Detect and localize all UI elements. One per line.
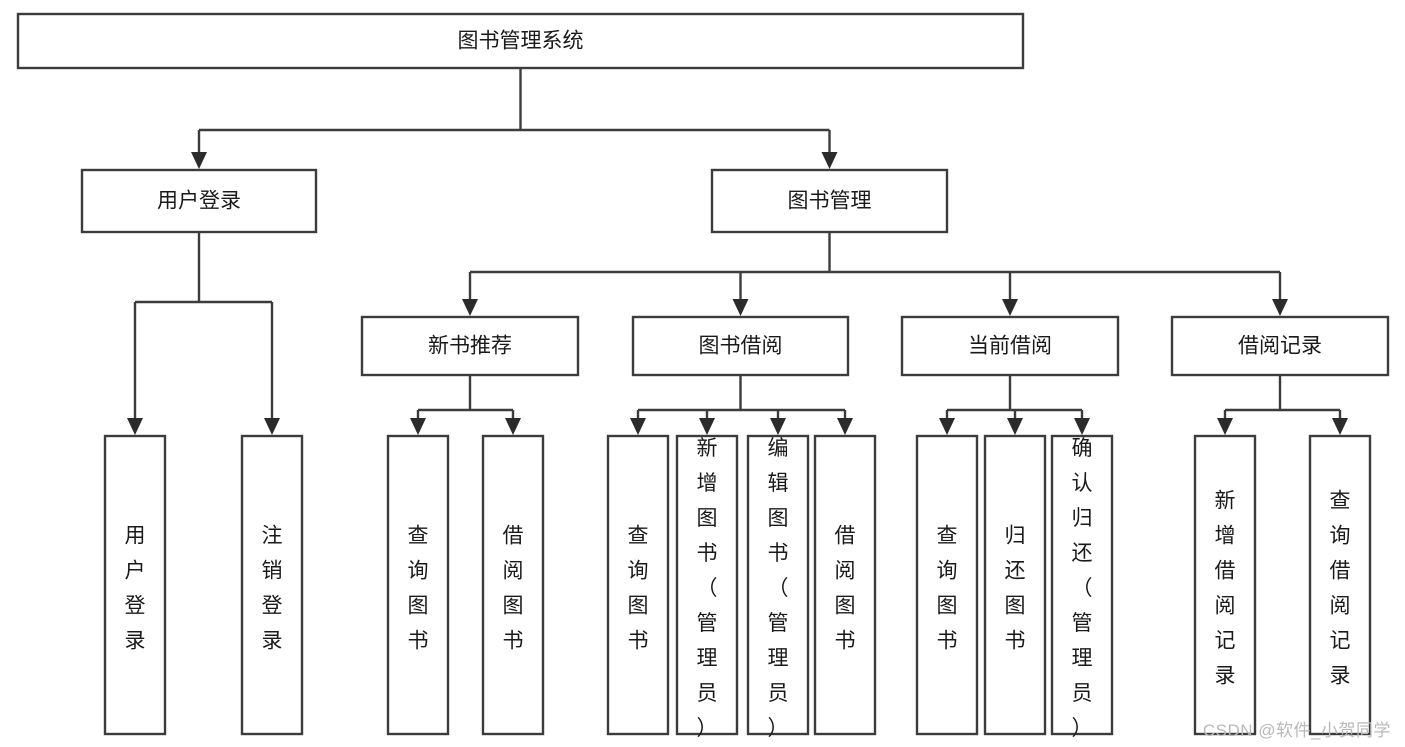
node-label-leaf-logout-login: 注销登录 bbox=[262, 524, 283, 652]
node-box-leaf-query-book-cur bbox=[915, 434, 979, 736]
node-label-leaf-edit-book-admin: 编辑图书（管理员） bbox=[768, 437, 789, 740]
node-label-borrow-record: 借阅记录 bbox=[1238, 335, 1322, 358]
node-label-new-book-recommend: 新书推荐 bbox=[428, 335, 512, 358]
node-label-leaf-query-book-rec: 查询图书 bbox=[408, 524, 429, 652]
node-new-book-recommend[interactable]: 新书推荐 bbox=[360, 315, 580, 377]
arrow-head-leaf-query-book-cur bbox=[939, 418, 955, 435]
node-box-book-borrow bbox=[631, 315, 850, 377]
node-box-leaf-return-book bbox=[983, 434, 1047, 736]
arrow-head-leaf-query-book-rec bbox=[410, 418, 426, 435]
arrow-head-leaf-user-login bbox=[127, 418, 143, 435]
node-label-leaf-user-login: 用户登录 bbox=[125, 524, 146, 652]
node-leaf-borrow-book-rec[interactable]: 借阅图书 bbox=[481, 434, 545, 736]
node-box-leaf-edit-book-admin bbox=[746, 434, 810, 736]
node-label-leaf-query-book-cur: 查询图书 bbox=[937, 524, 958, 652]
node-box-leaf-add-borrow-record bbox=[1193, 434, 1257, 736]
arrow-head-leaf-add-borrow-record bbox=[1217, 418, 1233, 435]
node-leaf-edit-book-admin[interactable]: 编辑图书（管理员） bbox=[746, 434, 810, 740]
node-label-leaf-confirm-return-admin: 确认归还（管理员） bbox=[1072, 437, 1093, 740]
node-box-leaf-query-borrow-record bbox=[1308, 434, 1372, 736]
arrow-head-leaf-query-borrow-record bbox=[1332, 418, 1348, 435]
node-box-leaf-logout-login bbox=[240, 434, 304, 736]
node-label-leaf-query-book-bor: 查询图书 bbox=[628, 524, 649, 652]
node-leaf-logout-login[interactable]: 注销登录 bbox=[240, 434, 304, 736]
node-leaf-confirm-return-admin[interactable]: 确认归还（管理员） bbox=[1050, 434, 1114, 740]
arrow-head-leaf-edit-book-admin bbox=[770, 418, 786, 435]
node-leaf-borrow-book-bor[interactable]: 借阅图书 bbox=[813, 434, 877, 736]
node-box-leaf-query-book-rec bbox=[386, 434, 450, 736]
node-box-leaf-add-book-admin bbox=[675, 434, 739, 736]
node-leaf-query-book-bor[interactable]: 查询图书 bbox=[606, 434, 670, 736]
node-leaf-return-book[interactable]: 归还图书 bbox=[983, 434, 1047, 736]
node-box-root bbox=[16, 12, 1025, 70]
node-leaf-add-book-admin[interactable]: 新增图书（管理员） bbox=[675, 434, 739, 740]
node-box-leaf-query-book-bor bbox=[606, 434, 670, 736]
node-label-leaf-add-book-admin: 新增图书（管理员） bbox=[697, 437, 718, 740]
node-label-root: 图书管理系统 bbox=[458, 30, 584, 53]
node-box-leaf-borrow-book-rec bbox=[481, 434, 545, 736]
node-box-book-management bbox=[710, 168, 949, 234]
arrow-head-leaf-confirm-return-admin bbox=[1074, 418, 1090, 435]
node-book-management[interactable]: 图书管理 bbox=[710, 168, 949, 234]
node-box-new-book-recommend bbox=[360, 315, 580, 377]
node-box-borrow-record bbox=[1170, 315, 1390, 377]
node-box-user-login bbox=[80, 168, 318, 234]
arrow-head-leaf-borrow-book-rec bbox=[505, 418, 521, 435]
node-box-leaf-borrow-book-bor bbox=[813, 434, 877, 736]
node-leaf-query-book-cur[interactable]: 查询图书 bbox=[915, 434, 979, 736]
node-box-leaf-confirm-return-admin bbox=[1050, 434, 1114, 736]
connector-edges-layer bbox=[127, 68, 1348, 435]
arrow-head-book-management bbox=[821, 152, 838, 169]
node-label-leaf-return-book: 归还图书 bbox=[1005, 524, 1026, 652]
node-label-book-management: 图书管理 bbox=[788, 190, 872, 213]
arrow-head-leaf-return-book bbox=[1007, 418, 1023, 435]
node-label-leaf-borrow-book-bor: 借阅图书 bbox=[835, 524, 856, 652]
arrow-head-leaf-logout-login bbox=[264, 418, 280, 435]
arrow-head-borrow-record bbox=[1272, 299, 1288, 316]
node-label-leaf-borrow-book-rec: 借阅图书 bbox=[503, 524, 524, 652]
node-box-leaf-user-login bbox=[103, 434, 167, 736]
node-leaf-query-book-rec[interactable]: 查询图书 bbox=[386, 434, 450, 736]
node-current-borrow[interactable]: 当前借阅 bbox=[900, 315, 1120, 377]
node-label-user-login: 用户登录 bbox=[157, 190, 241, 213]
node-leaf-user-login[interactable]: 用户登录 bbox=[103, 434, 167, 736]
arrow-head-user-login bbox=[191, 152, 207, 169]
node-label-book-borrow: 图书借阅 bbox=[699, 335, 783, 358]
arrow-head-leaf-borrow-book-bor bbox=[837, 418, 853, 435]
arrow-head-new-book-recommend bbox=[462, 299, 478, 316]
node-box-current-borrow bbox=[900, 315, 1120, 377]
node-leaf-query-borrow-record[interactable]: 查询借阅记录 bbox=[1308, 434, 1372, 736]
node-label-leaf-add-borrow-record: 新增借阅记录 bbox=[1215, 489, 1236, 687]
node-boxes-layer: 图书管理系统用户登录图书管理新书推荐图书借阅当前借阅借阅记录用户登录注销登录查询… bbox=[16, 12, 1390, 740]
node-leaf-add-borrow-record[interactable]: 新增借阅记录 bbox=[1193, 434, 1257, 736]
node-book-borrow[interactable]: 图书借阅 bbox=[631, 315, 850, 377]
arrow-head-leaf-query-book-bor bbox=[630, 418, 646, 435]
node-user-login[interactable]: 用户登录 bbox=[80, 168, 318, 234]
node-root[interactable]: 图书管理系统 bbox=[16, 12, 1025, 70]
node-borrow-record[interactable]: 借阅记录 bbox=[1170, 315, 1390, 377]
arrow-head-book-borrow bbox=[732, 299, 749, 316]
node-label-leaf-query-borrow-record: 查询借阅记录 bbox=[1330, 489, 1351, 687]
arrow-head-leaf-add-book-admin bbox=[699, 418, 715, 435]
arrow-head-current-borrow bbox=[1002, 299, 1018, 316]
node-label-current-borrow: 当前借阅 bbox=[968, 335, 1052, 358]
